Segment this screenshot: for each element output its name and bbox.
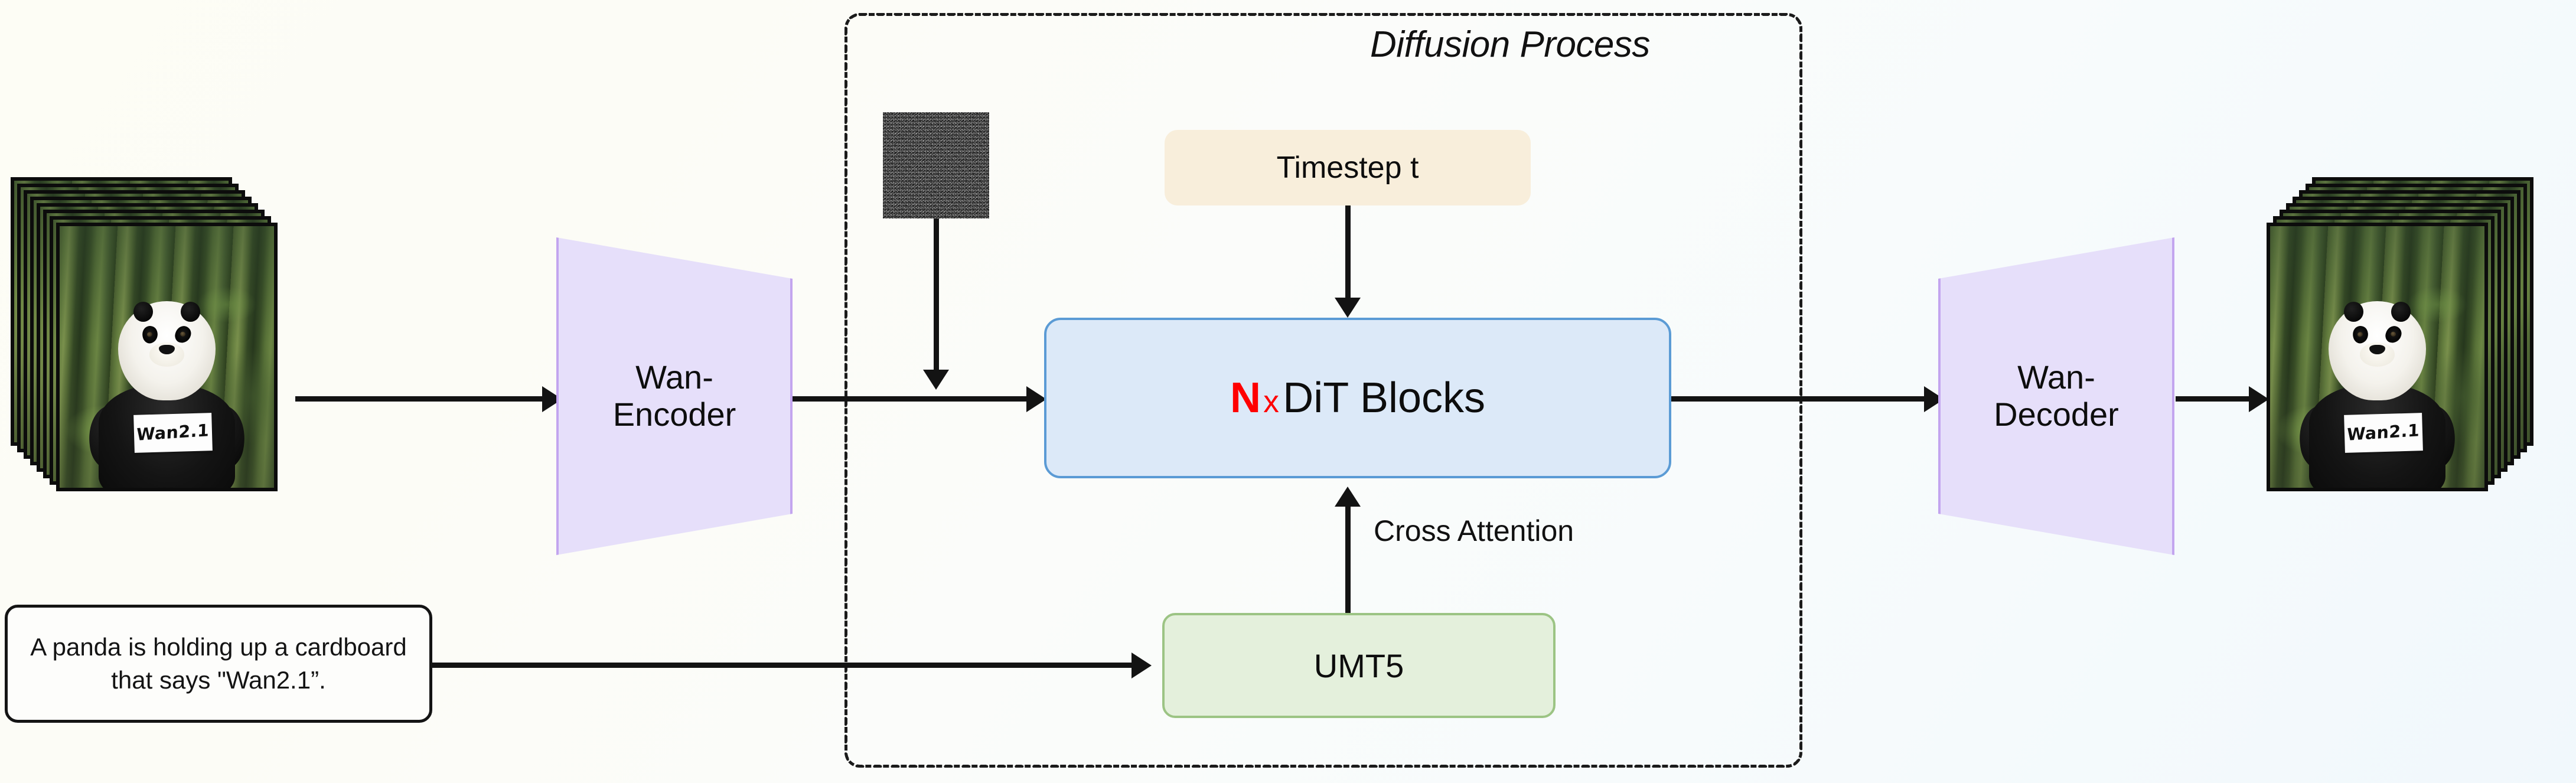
diffusion-process-container	[844, 13, 1802, 768]
wan-encoder-label-line2: Encoder	[612, 396, 736, 433]
arrow-decoder-to-output	[2176, 396, 2252, 402]
wan-decoder-label-line2: Decoder	[1994, 396, 2119, 433]
panda-illustration: Wan2.1	[2293, 289, 2462, 488]
cardboard-sign-text: Wan2.1	[2347, 420, 2421, 445]
timestep-block[interactable]: Timestep t	[1165, 130, 1531, 205]
dit-n-symbol: N	[1230, 374, 1261, 422]
cross-attention-label: Cross Attention	[1374, 514, 1574, 547]
input-video-frames: Wan2.1	[11, 177, 278, 496]
wan-decoder-label-line1: Wan-	[2017, 358, 2095, 396]
arrow-head-timestep-to-dit	[1335, 298, 1361, 318]
arrow-umt5-to-dit	[1345, 505, 1351, 613]
cardboard-sign: Wan2.1	[2344, 413, 2424, 454]
arrow-head-noise-to-latent	[923, 370, 949, 390]
cardboard-sign-text: Wan2.1	[136, 420, 210, 445]
wan-encoder-label-line1: Wan-	[635, 358, 713, 396]
dit-blocks-block[interactable]: NxDiT Blocks	[1044, 318, 1671, 478]
cardboard-sign: Wan2.1	[133, 413, 213, 454]
arrow-prompt-to-umt5	[432, 663, 1135, 668]
wan-encoder-block[interactable]: Wan- Encoder	[556, 237, 793, 555]
arrow-head-encoder-to-dit	[1026, 386, 1046, 412]
frame-layer-front: Wan2.1	[2267, 223, 2488, 491]
umt5-block[interactable]: UMT5	[1162, 613, 1556, 718]
arrow-input-to-encoder	[295, 396, 543, 402]
umt5-label: UMT5	[1313, 647, 1404, 684]
arrow-head-umt5-to-dit	[1335, 487, 1361, 507]
gaussian-noise-latent	[883, 112, 989, 218]
dit-x-symbol: x	[1263, 384, 1279, 419]
dit-blocks-label: DiT Blocks	[1283, 374, 1486, 422]
arrow-head-prompt-to-umt5	[1132, 652, 1152, 678]
arrow-noise-to-latent	[934, 218, 939, 372]
arrow-head-decoder-to-output	[2249, 386, 2269, 412]
arrow-dit-to-decoder	[1671, 396, 1937, 402]
diffusion-process-label: Diffusion Process	[1370, 24, 1650, 65]
prompt-text: A panda is holding up a cardboard that s…	[30, 632, 407, 694]
timestep-label: Timestep t	[1276, 151, 1419, 185]
arrow-encoder-to-dit	[793, 396, 1039, 402]
arrow-timestep-to-dit	[1345, 205, 1351, 300]
panda-illustration: Wan2.1	[82, 289, 252, 488]
wan-decoder-block[interactable]: Wan- Decoder	[1938, 237, 2174, 555]
frame-layer-front: Wan2.1	[56, 223, 278, 491]
output-video-frames: Wan2.1	[2267, 177, 2538, 496]
prompt-text-box[interactable]: A panda is holding up a cardboard that s…	[5, 605, 432, 723]
